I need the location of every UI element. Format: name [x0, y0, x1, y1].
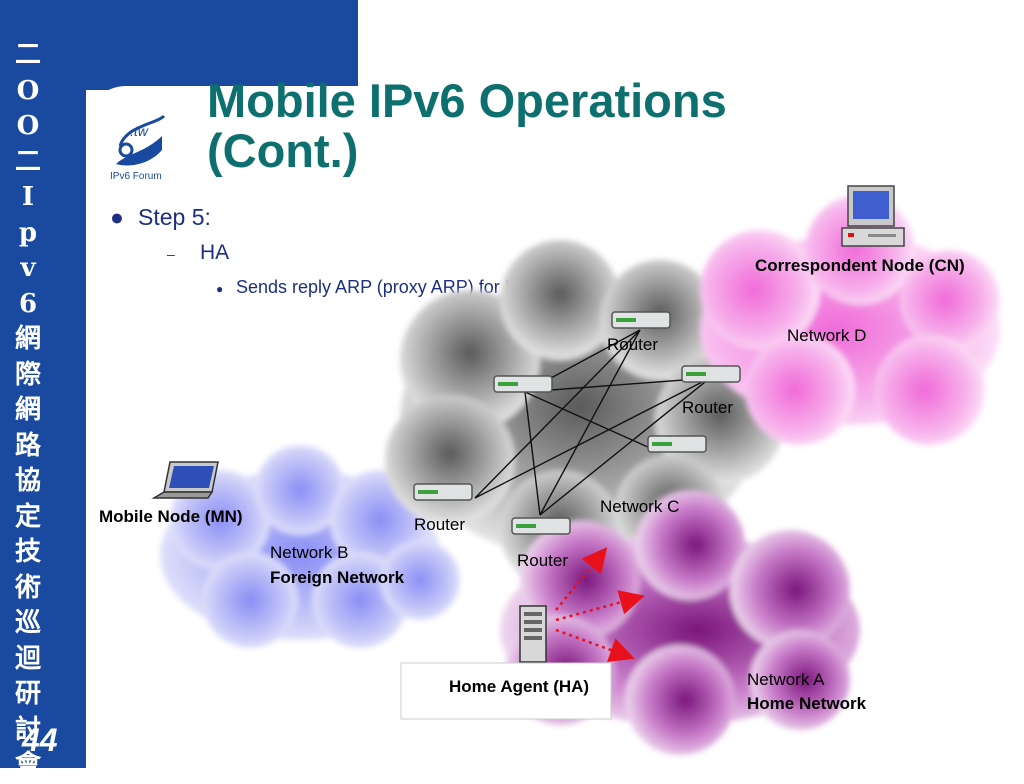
- router-links: [474, 329, 711, 516]
- vertical-title-char: 網: [14, 395, 41, 425]
- vertical-title-char: O: [16, 75, 40, 106]
- vertical-title-char: 路: [14, 430, 41, 461]
- home-agent-label-box: [400, 662, 612, 720]
- sidebar: [0, 0, 86, 768]
- vertical-title-char: 迴: [14, 643, 41, 674]
- network-d-label: Network D: [787, 326, 866, 345]
- ipv6-forum-logo: .tw IPv6 Forum: [106, 106, 172, 182]
- bullet-sub-text: HA: [200, 241, 230, 264]
- vertical-title-char: O: [16, 111, 40, 141]
- home-agent-label: Home Agent (HA): [449, 677, 589, 696]
- bullet-level1: ● Step 5:: [110, 204, 533, 231]
- slide-title-line1: Mobile IPv6 Operations: [207, 74, 727, 127]
- foreign-network-label: Foreign Network: [270, 568, 405, 587]
- slide-title: Mobile IPv6 Operations (Cont.): [207, 76, 827, 176]
- router-icon[interactable]: [681, 365, 741, 383]
- correspondent-node-label: Correspondent Node (CN): [755, 256, 965, 275]
- vertical-title-char: 網: [14, 324, 41, 354]
- network-d-cloud: [700, 195, 1000, 445]
- vertical-title-char: 二: [14, 40, 41, 70]
- bullet-dash-icon: –: [167, 246, 175, 262]
- router-label: Router: [682, 398, 733, 417]
- desktop-computer-icon[interactable]: [841, 185, 905, 247]
- top-banner: [0, 0, 358, 90]
- router-icon[interactable]: [413, 483, 473, 501]
- router-label: Router: [607, 335, 658, 354]
- network-a-label: Network A: [747, 670, 825, 689]
- server-icon[interactable]: [519, 605, 547, 663]
- bullet-dot-icon: ●: [110, 204, 124, 230]
- home-network-label: Home Network: [747, 694, 867, 713]
- router-icon[interactable]: [493, 375, 553, 393]
- vertical-title-char: v: [20, 253, 36, 283]
- page-number: 44: [22, 722, 58, 758]
- router-icon[interactable]: [511, 517, 571, 535]
- laptop-icon[interactable]: [151, 461, 219, 499]
- vertical-title-char: 討: [14, 714, 41, 745]
- vertical-title-char: 協: [14, 466, 41, 496]
- network-c-label: Network C: [600, 497, 679, 516]
- network-diagram: Correspondent Node (CN) Network D Router…: [99, 185, 1000, 755]
- vertical-title-char: 術: [14, 572, 41, 603]
- vertical-title-char: 際: [14, 359, 41, 390]
- bullet-dot-icon: ●: [216, 282, 224, 296]
- bullet-step-text: Step 5:: [138, 204, 211, 230]
- slide-title-line2: (Cont.): [207, 124, 359, 177]
- logo-caption: IPv6 Forum: [110, 171, 162, 182]
- vertical-title-char: 研: [14, 679, 41, 709]
- vertical-title-char: 二: [14, 146, 41, 177]
- vertical-title-char: 定: [14, 501, 41, 532]
- router-label: Router: [414, 515, 465, 534]
- vertical-title-char: p: [18, 217, 38, 248]
- router-icon[interactable]: [611, 311, 671, 329]
- vertical-title-char: 巡: [14, 608, 41, 638]
- bullet-list: ● Step 5: – HA ● Sends reply ARP (proxy …: [110, 200, 533, 298]
- vertical-title-char: I: [21, 182, 35, 212]
- logo-mark: .tw: [130, 123, 149, 139]
- bullet-level2: – HA: [167, 241, 533, 265]
- network-b-label: Network B: [270, 543, 348, 562]
- vertical-title-char: 技: [14, 537, 41, 567]
- proxy-arp-arrows: [555, 547, 645, 662]
- router-icon[interactable]: [647, 435, 707, 453]
- vertical-title-char: 6: [18, 288, 38, 319]
- router-label: Router: [517, 551, 568, 570]
- mobile-node-label: Mobile Node (MN): [99, 507, 243, 526]
